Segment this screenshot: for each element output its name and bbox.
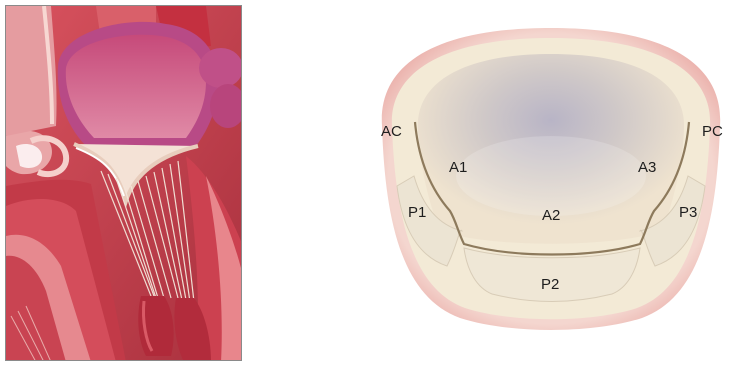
pc-label: PC (702, 124, 723, 139)
p3-label: P3 (679, 205, 697, 220)
p2-label: P2 (541, 277, 559, 292)
a2-label: A2 (542, 208, 560, 223)
ac-label: AC (381, 124, 402, 139)
a3-label: A3 (638, 160, 656, 175)
a1-label: A1 (449, 160, 467, 175)
p1-label: P1 (408, 205, 426, 220)
mitral-valve-diagram: AC PC A1 A2 A3 P1 P2 P3 (372, 26, 730, 330)
heart-cross-section-illustration (5, 5, 242, 361)
heart-drawing (6, 6, 242, 361)
